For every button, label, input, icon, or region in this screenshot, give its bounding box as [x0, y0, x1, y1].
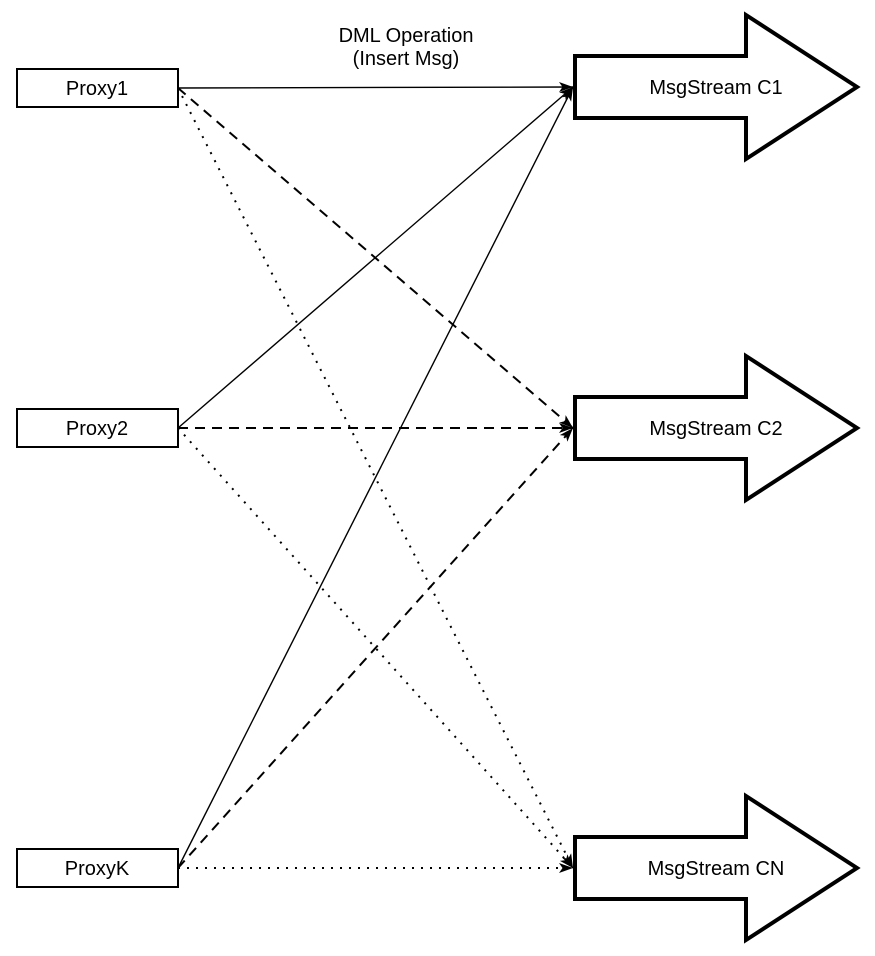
title-line-2: (Insert Msg): [353, 48, 460, 70]
proxy-node-proxy2: Proxy2: [16, 408, 179, 448]
stream-node-c2: MsgStream C2: [573, 352, 861, 504]
connections-layer: [177, 82, 574, 873]
connection-proxy1-c2: [177, 87, 574, 429]
proxy-box-shape: [16, 68, 179, 108]
proxy-label: Proxy2: [66, 418, 128, 440]
proxy-label: Proxy1: [66, 78, 128, 100]
stream-label: MsgStream C2: [649, 418, 782, 440]
diagram-title: DML Operation (Insert Msg): [339, 25, 474, 70]
stream-label: MsgStream CN: [648, 858, 785, 880]
title-line-1: DML Operation: [339, 25, 474, 47]
proxy-node-proxyk: ProxyK: [16, 848, 179, 888]
stream-arrow-shape: [573, 792, 861, 944]
proxy-node-proxy1: Proxy1: [16, 68, 179, 108]
connection-proxy1-cn: [177, 87, 574, 869]
stream-arrow-shape: [573, 11, 861, 163]
stream-node-cn: MsgStream CN: [573, 792, 861, 944]
connection-proxyk-c1: [177, 86, 574, 869]
proxy-label: ProxyK: [65, 858, 130, 880]
connection-proxyk-c2: [177, 427, 574, 869]
stream-arrow-shape: [573, 352, 861, 504]
stream-node-c1: MsgStream C1: [573, 11, 861, 163]
stream-label: MsgStream C1: [649, 77, 782, 99]
connection-proxy1-c1: [177, 82, 574, 93]
